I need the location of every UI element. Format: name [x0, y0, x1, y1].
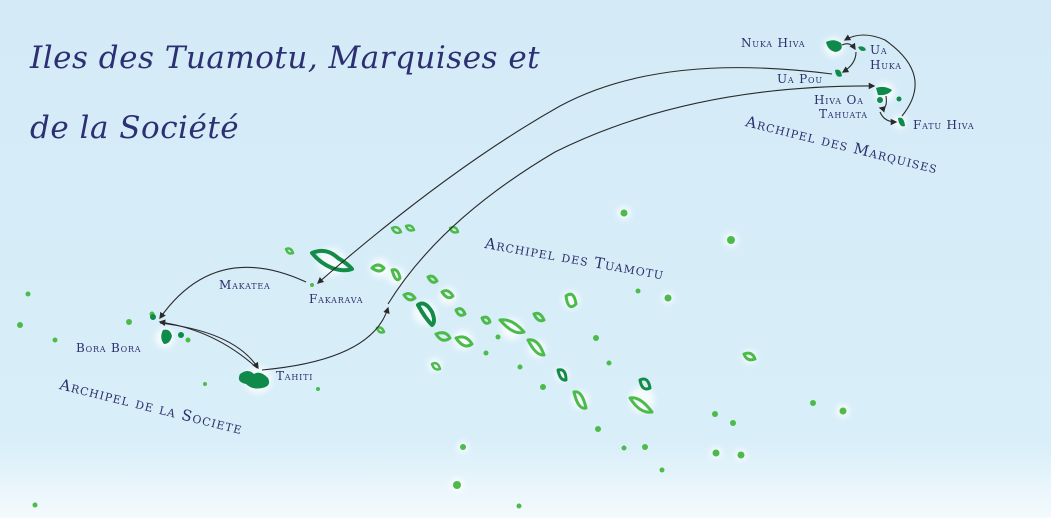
route-uapou-makatea: [317, 67, 833, 284]
atoll-a21: [390, 225, 403, 235]
high-islands: [150, 40, 905, 389]
route-fakarava-hivaoa: [387, 82, 876, 305]
route-tahuata-fatuhiva: [879, 111, 898, 126]
island-label-tahiti: Tahiti: [276, 369, 314, 383]
bora-bora-shape: [161, 329, 172, 344]
atoll-a12: [498, 318, 526, 335]
atoll-a19: [638, 377, 652, 391]
atoll-a26: [430, 361, 442, 371]
route-makatea-borabora: [159, 266, 307, 320]
atoll-a10: [454, 335, 474, 348]
atoll-a17: [572, 390, 588, 410]
ua-huka-shape: [858, 46, 866, 51]
island-label-ua-pou: Ua Pou: [777, 72, 823, 86]
atoll-a4: [402, 292, 417, 302]
atoll-a14: [532, 311, 546, 323]
island-label-nuka-hiva: Nuka Hiva: [741, 36, 806, 50]
route-fatuhiva-nukahiva: [843, 34, 916, 117]
atoll-a18: [628, 396, 654, 414]
atolls: [284, 224, 757, 414]
atoll-a11: [480, 315, 492, 325]
atoll-a22: [404, 224, 416, 232]
nuka-hiva-shape: [826, 40, 842, 52]
atoll-rangiroa: [310, 248, 354, 273]
ua-pou-shape: [835, 69, 842, 77]
island-label-hiva-oa: Hiva Oa: [814, 93, 864, 107]
atoll-a9: [434, 331, 452, 342]
map-title-line2: de la Société: [30, 110, 240, 146]
route-nukahiva-uahuka: [841, 42, 856, 51]
atoll-fakarava: [416, 301, 436, 327]
island-label-ua-huka-1: Ua: [870, 43, 888, 57]
fatu-hiva-shape: [898, 117, 905, 127]
small-islands: [17, 209, 847, 509]
cruise-route: [158, 34, 916, 371]
island-label-fatu-hiva: Fatu Hiva: [913, 118, 975, 132]
atoll-a13: [526, 338, 546, 357]
tahiti-shape: [238, 371, 270, 389]
makatea-dot: [310, 283, 314, 287]
atoll-a16: [556, 368, 568, 382]
map-title-line1: Iles des Tuamotu, Marquises et: [30, 40, 541, 76]
island-label-makatea: Makatea: [219, 278, 271, 292]
atoll-a6: [440, 289, 455, 300]
route-tahiti-borabora: [158, 319, 258, 369]
atoll-a25: [375, 326, 386, 334]
island-label-tahuata: Tahuata: [819, 107, 868, 121]
atoll-a15: [564, 292, 578, 309]
route-tahiti-fakarava: [261, 306, 390, 371]
atoll-a24: [284, 247, 295, 255]
atoll-a7: [426, 274, 439, 284]
route-uahuka-uapou: [841, 51, 857, 73]
island-label-bora-bora: Bora Bora: [76, 341, 142, 355]
atoll-a2: [370, 263, 386, 273]
island-label-ua-huka-2: Huka: [870, 58, 902, 72]
island-label-fakarava: Fakarava: [309, 292, 364, 306]
island-halos: [155, 37, 907, 492]
atoll-a3: [390, 268, 402, 282]
atoll-a20: [742, 351, 757, 362]
route-hivaoa-tahuata: [878, 95, 887, 113]
atoll-a8: [454, 307, 467, 317]
hiva-oa-shape: [876, 86, 892, 96]
route-borabora-tahiti: [159, 322, 259, 370]
